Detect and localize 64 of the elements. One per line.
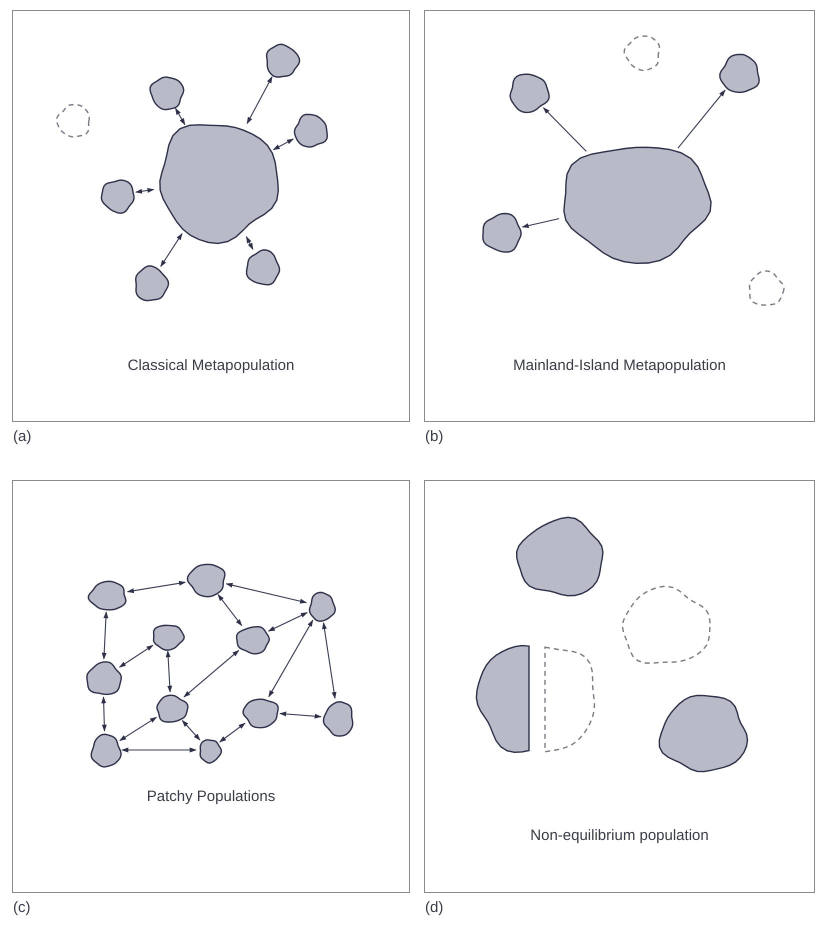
double-headed-arrow [101,696,107,732]
filled-patch [199,739,221,763]
half-filled-patch [473,643,529,753]
filled-patch [150,76,184,110]
double-headed-arrow [166,650,172,693]
double-headed-arrow [118,644,154,668]
dashed-empty-patch [57,104,91,138]
panel-frame [424,480,815,893]
double-headed-arrow [268,612,308,632]
dashed-empty-patch [625,35,661,71]
double-headed-arrow [219,722,246,742]
filled-patch [509,73,549,113]
panel-caption: Non-equilibrium population [529,826,710,846]
panel-label: (b) [425,428,444,446]
filled-patch [482,213,522,253]
filled-patch [324,701,354,737]
double-headed-arrow [102,611,108,660]
panel-frame [12,480,410,893]
double-headed-arrow [272,138,294,150]
filled-patch [516,518,606,598]
double-headed-arrow [119,716,157,742]
double-headed-arrow [126,580,186,594]
filled-patch [152,624,184,650]
filled-patch [243,698,279,728]
filled-patch [309,592,335,622]
panel-label: (d) [425,899,444,917]
arrow [542,107,587,152]
double-headed-arrow [246,76,273,124]
double-headed-arrow [160,233,183,268]
panel-frame [12,10,410,422]
filled-patch [294,114,328,148]
double-headed-arrow [268,620,314,698]
double-headed-arrow [279,712,322,719]
filled-patch [246,250,280,286]
double-headed-arrow [246,236,254,250]
double-headed-arrow [182,720,200,741]
panel-frame [424,10,815,422]
filled-patch [101,179,135,213]
dashed-empty-patch [620,587,712,667]
filled-patch [659,694,749,774]
double-headed-arrow [183,650,240,698]
arrow [522,218,560,228]
double-headed-arrow [121,748,197,752]
double-headed-arrow [218,594,242,626]
dashed-empty-patch [748,271,784,307]
double-headed-arrow [226,582,307,604]
double-headed-arrow [175,108,186,126]
panel-caption: Patchy Populations [146,787,276,807]
filled-patch [265,44,299,78]
filled-patch [89,581,127,611]
panel-caption: Mainland-Island Metapopulation [512,356,727,376]
panel-label: (a) [13,428,32,446]
double-headed-arrow [322,622,336,699]
filled-patch [236,626,270,654]
filled-patch [188,563,226,597]
filled-patch [720,54,760,94]
panel-caption: Classical Metapopulation [126,356,296,376]
filled-patch [86,662,122,696]
arrow [677,90,726,149]
filled-patch [91,734,121,768]
double-headed-arrow [135,188,154,194]
filled-patch [156,695,188,723]
panel-label: (c) [13,899,30,917]
filled-patch [134,266,168,302]
